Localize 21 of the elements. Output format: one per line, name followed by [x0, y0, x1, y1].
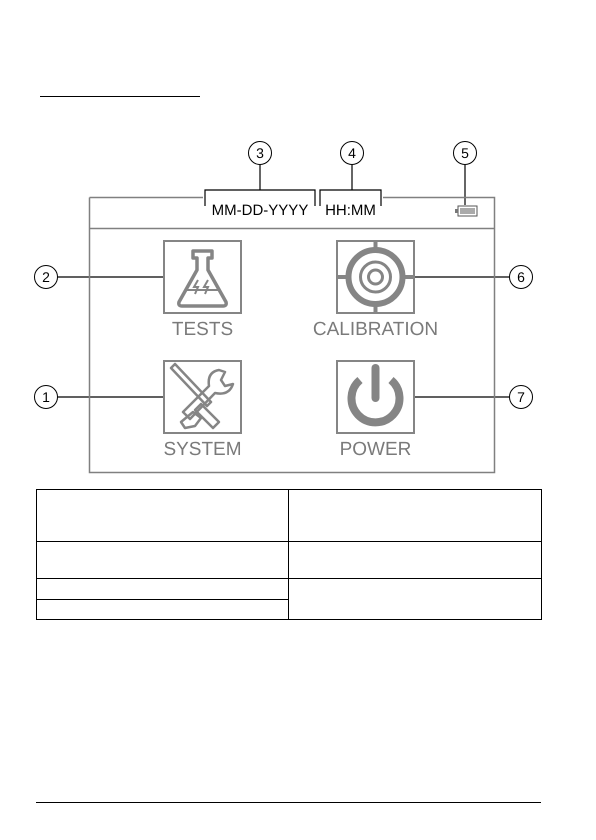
leader-line [415, 396, 509, 398]
menu-label: TESTS [172, 319, 234, 341]
callout-number: 4 [340, 141, 364, 165]
leader-line [464, 165, 466, 205]
time-text: HH:MM [319, 190, 382, 220]
callout-number: 3 [248, 141, 272, 165]
menu-label: SYSTEM [163, 439, 242, 461]
date-text: MM-DD-YYYY [204, 190, 316, 220]
menu-label: POWER [340, 439, 412, 461]
leader-line [204, 164, 316, 207]
leader-line [415, 276, 509, 278]
callout-number: 7 [509, 385, 533, 409]
leader-line [58, 396, 163, 398]
callout-number: 6 [509, 265, 533, 289]
menu-label: CALIBRATION [312, 319, 438, 341]
callout-number: 5 [453, 141, 477, 165]
callout-number: 1 [34, 385, 58, 409]
battery-icon [454, 205, 478, 217]
callout-number: 2 [34, 265, 58, 289]
leader-line [58, 276, 163, 278]
leader-line [319, 164, 382, 207]
